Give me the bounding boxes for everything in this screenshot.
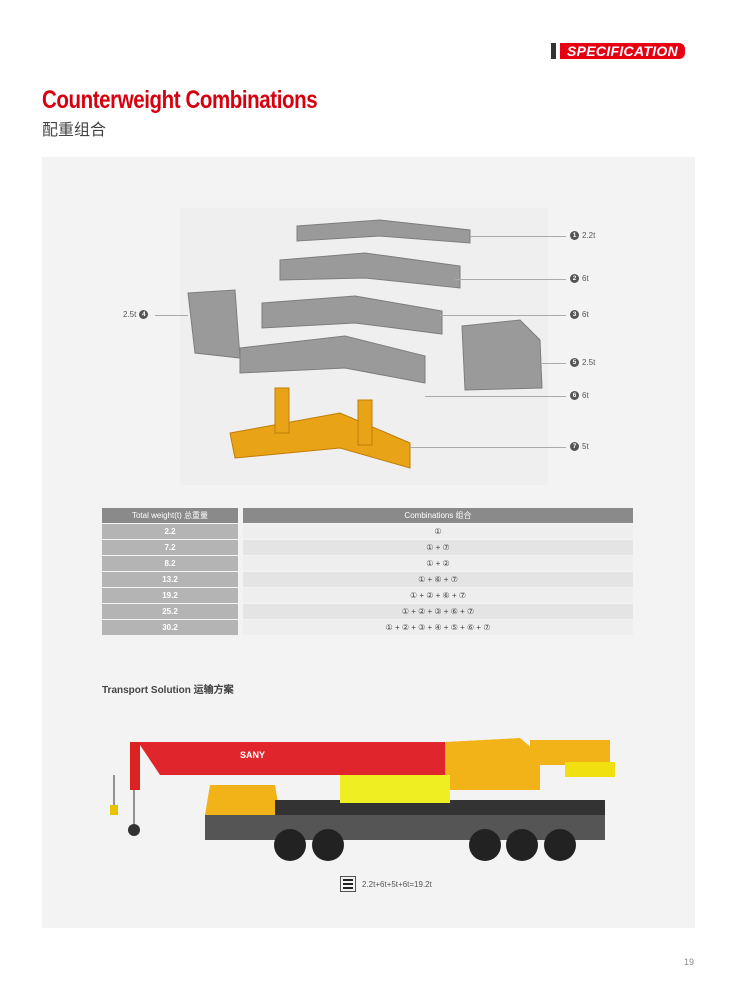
page-title: Counterweight Combinations — [42, 86, 318, 114]
header-combinations: Combinations 组合 — [243, 508, 633, 523]
caption-text: 2.2t+6t+5t+6t=19.2t — [362, 879, 432, 889]
svg-text:SANY: SANY — [240, 750, 265, 760]
transport-title: Transport Solution 运输方案 — [102, 685, 234, 696]
transport-caption: 2.2t+6t+5t+6t=19.2t — [340, 876, 432, 892]
crane-truck-illustration: SANY — [100, 730, 635, 875]
page-number: 19 — [684, 957, 695, 967]
header-total-weight: Total weight(t) 总重量 — [102, 508, 238, 523]
badge-bar — [551, 43, 556, 59]
badge-label: SPECIFICATION — [560, 43, 685, 59]
stack-icon — [340, 876, 356, 892]
counterweight-illustration — [180, 208, 548, 485]
section-badge: SPECIFICATION — [551, 43, 685, 59]
page-subtitle: 配重组合 — [42, 122, 107, 139]
